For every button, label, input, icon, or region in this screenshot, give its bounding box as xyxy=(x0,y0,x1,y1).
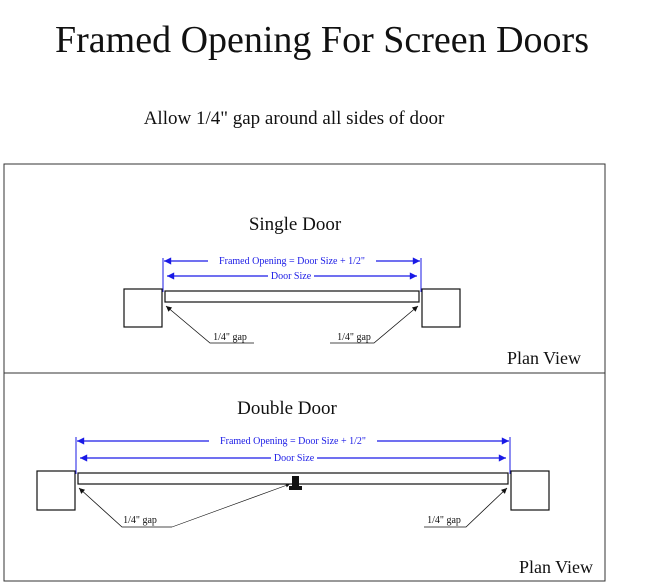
double-gap-leader-right xyxy=(424,487,508,528)
double-right-jamb xyxy=(510,470,550,511)
single-door-panel-plan xyxy=(164,290,420,303)
double-gap-left-label: 1/4" gap xyxy=(123,515,157,526)
page-subtitle: Allow 1/4" gap around all sides of door xyxy=(144,108,445,129)
double-left-jamb xyxy=(36,470,76,511)
double-gap-leader-center xyxy=(171,483,291,528)
double-door-astragal xyxy=(292,476,299,488)
single-door-heading: Single Door xyxy=(249,214,342,235)
double-door-panel xyxy=(3,372,606,582)
single-framed-label: Framed Opening = Door Size + 1/2" xyxy=(219,256,365,267)
single-right-jamb xyxy=(421,288,461,328)
double-gap-right-label: 1/4" gap xyxy=(427,515,461,526)
single-gap-leader-right xyxy=(330,305,419,344)
double-door-size-label: Door Size xyxy=(274,453,315,464)
double-plan-view-label: Plan View xyxy=(519,557,593,577)
single-plan-view-label: Plan View xyxy=(507,348,581,368)
single-door-size-label: Door Size xyxy=(271,271,312,282)
single-left-jamb xyxy=(123,288,163,328)
double-gap-leader-left xyxy=(78,487,172,528)
double-door-heading: Double Door xyxy=(237,398,337,419)
single-gap-leader-left xyxy=(165,305,254,344)
single-gap-left-label: 1/4" gap xyxy=(213,332,247,343)
double-framed-label: Framed Opening = Door Size + 1/2" xyxy=(220,436,366,447)
single-door-panel xyxy=(3,163,606,374)
page-title: Framed Opening For Screen Doors xyxy=(55,19,589,61)
single-gap-right-label: 1/4" gap xyxy=(337,332,371,343)
